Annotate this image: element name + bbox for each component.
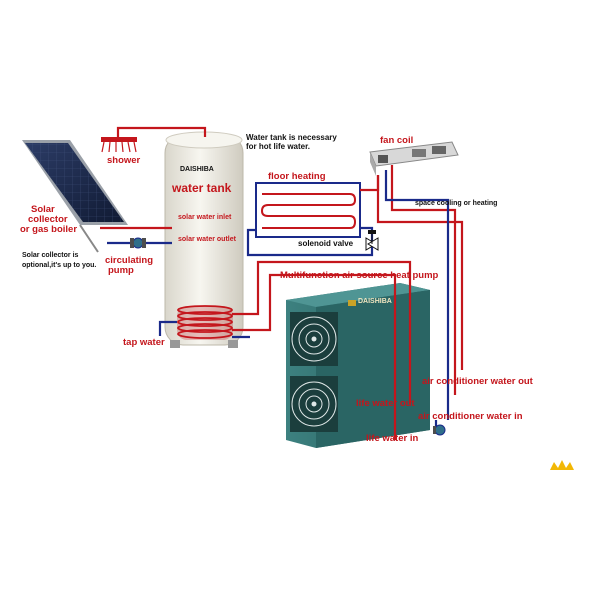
fan-coil-unit bbox=[369, 141, 459, 176]
unit-brand-label: DAISHIBA bbox=[358, 298, 392, 305]
water-tank bbox=[164, 131, 244, 348]
tap-water-label: tap water bbox=[123, 337, 165, 348]
tank-brand-label: DAISHIBA bbox=[180, 166, 214, 173]
tank-note-line-1: Water tank is necessary bbox=[246, 133, 337, 142]
fan-grille-top bbox=[290, 312, 338, 366]
solar-collector-panel bbox=[22, 140, 128, 253]
life-water-in-label: life water in bbox=[366, 433, 419, 444]
hot-water-pipes bbox=[100, 126, 464, 440]
unit-inlet-pump-icon bbox=[433, 424, 446, 436]
space-cooling-label: space cooling or heating bbox=[415, 200, 498, 207]
water-tank-label: water tank bbox=[172, 181, 232, 195]
floor-heating-label: floor heating bbox=[268, 171, 326, 182]
solar-water-outlet-label: solar water outlet bbox=[178, 236, 236, 243]
ac-water-in-label: air conditioner water in bbox=[418, 411, 523, 422]
solar-collector-label-3: or gas boiler bbox=[20, 224, 78, 235]
solar-collector-label-2: collector bbox=[28, 214, 68, 225]
solenoid-valve-label: solenoid valve bbox=[298, 239, 354, 248]
fan-coil-label: fan coil bbox=[380, 135, 414, 146]
ac-water-out-label: air conditioner water out bbox=[422, 376, 533, 387]
heat-pump-title: Multifunction air source heat pump bbox=[280, 270, 439, 281]
circulating-pump-label-1: circulating bbox=[105, 255, 154, 266]
life-water-out-label: life water out bbox=[356, 398, 415, 409]
tank-coil bbox=[177, 305, 233, 340]
circulating-pump-icon bbox=[130, 237, 146, 249]
tank-note-line-2: for hot life water. bbox=[246, 142, 311, 151]
shower-label: shower bbox=[107, 155, 141, 166]
fan-grille-bottom bbox=[290, 376, 338, 432]
shower-head-icon bbox=[101, 137, 137, 153]
circulating-pump-label-2: pump bbox=[108, 265, 134, 276]
solar-water-inlet-label: solar water inlet bbox=[178, 214, 232, 221]
floor-heating-loop bbox=[255, 182, 361, 238]
crown-watermark-icon bbox=[550, 460, 574, 470]
solar-collector-label-1: Solar bbox=[31, 204, 55, 215]
heat-pump-unit bbox=[286, 283, 430, 448]
solar-optional-line-2: optional,it's up to you. bbox=[22, 262, 97, 269]
solar-optional-line-1: Solar collector is bbox=[22, 252, 79, 259]
brand-logo-icon bbox=[348, 300, 356, 306]
solenoid-valve-icon bbox=[365, 230, 379, 251]
